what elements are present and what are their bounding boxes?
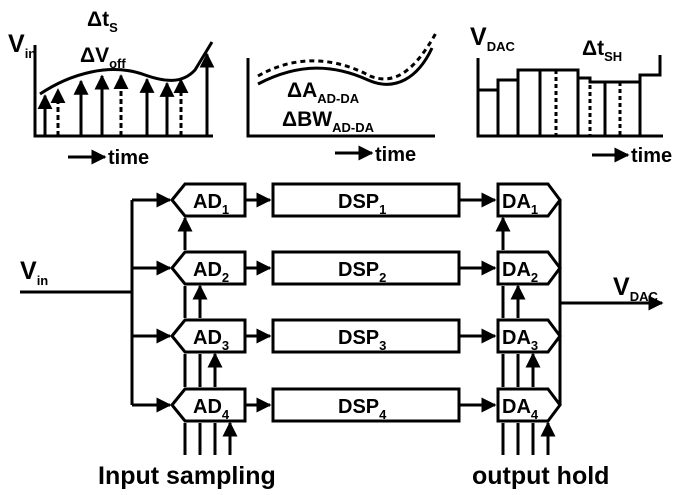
- dac-label: DA4: [502, 396, 539, 422]
- vdac-panel-label: VDAC: [470, 23, 515, 54]
- dsp-label: DSP3: [338, 327, 386, 353]
- sampling-panel: Vin ΔtS ΔVoff time: [8, 8, 215, 169]
- channel-row: AD3 DSP3 DA3: [132, 318, 562, 387]
- dac-label: DA1: [502, 191, 538, 217]
- dac-block: [496, 182, 562, 218]
- channel-row: AD2 DSP2 DA2: [132, 250, 562, 318]
- dsp-block: [271, 318, 461, 354]
- dsp-label: DSP1: [338, 191, 386, 217]
- time-label-3: time: [631, 145, 672, 167]
- time-label-1: time: [108, 147, 149, 169]
- ideal-response-curve: [257, 32, 438, 81]
- adc-label: AD3: [193, 327, 229, 353]
- dac-label: DA2: [502, 259, 538, 285]
- dsp-block: [271, 387, 461, 423]
- hold-panel: VDAC ΔtSH time: [470, 23, 672, 167]
- dac-block: [496, 387, 562, 423]
- actual-response-curve: [257, 47, 434, 86]
- input-signal-curve: [39, 41, 214, 96]
- input-sampling-label: Input sampling: [98, 462, 276, 490]
- output-hold-label: output hold: [472, 462, 609, 490]
- delta-voff-label: ΔVoff: [80, 44, 126, 71]
- sample-arrows: [37, 52, 215, 136]
- channel-row: AD4 DSP4 DA4: [132, 387, 562, 455]
- dsp-label: DSP4: [338, 396, 387, 422]
- adc-label: AD1: [193, 191, 229, 217]
- dac-label: DA3: [502, 327, 538, 353]
- channel-row: AD1 DSP1 DA1: [132, 182, 562, 250]
- adc-label: AD4: [193, 396, 230, 422]
- adc-label: AD2: [193, 259, 229, 285]
- gain-bandwidth-panel: ΔAAD-DA ΔBWAD-DA time: [246, 32, 438, 166]
- sampling-axes: [33, 45, 213, 138]
- vin-panel-label: Vin: [8, 30, 36, 61]
- delta-bw-label: ΔBWAD-DA: [282, 108, 375, 135]
- dsp-label: DSP2: [338, 259, 386, 285]
- vin-input-label: Vin: [20, 257, 48, 288]
- dac-block: [496, 318, 562, 354]
- gain-axes: [246, 58, 435, 138]
- hold-step-dividers: [496, 70, 642, 136]
- delta-a-label: ΔAAD-DA: [287, 79, 360, 106]
- dsp-block: [271, 182, 461, 218]
- delta-tsh-label: ΔtSH: [582, 37, 622, 64]
- delta-ts-label: ΔtS: [87, 8, 118, 35]
- time-label-2: time: [375, 144, 416, 166]
- dac-block: [496, 250, 562, 286]
- vdac-output-label: VDAC: [613, 273, 658, 304]
- staircase-waveform: [476, 55, 662, 136]
